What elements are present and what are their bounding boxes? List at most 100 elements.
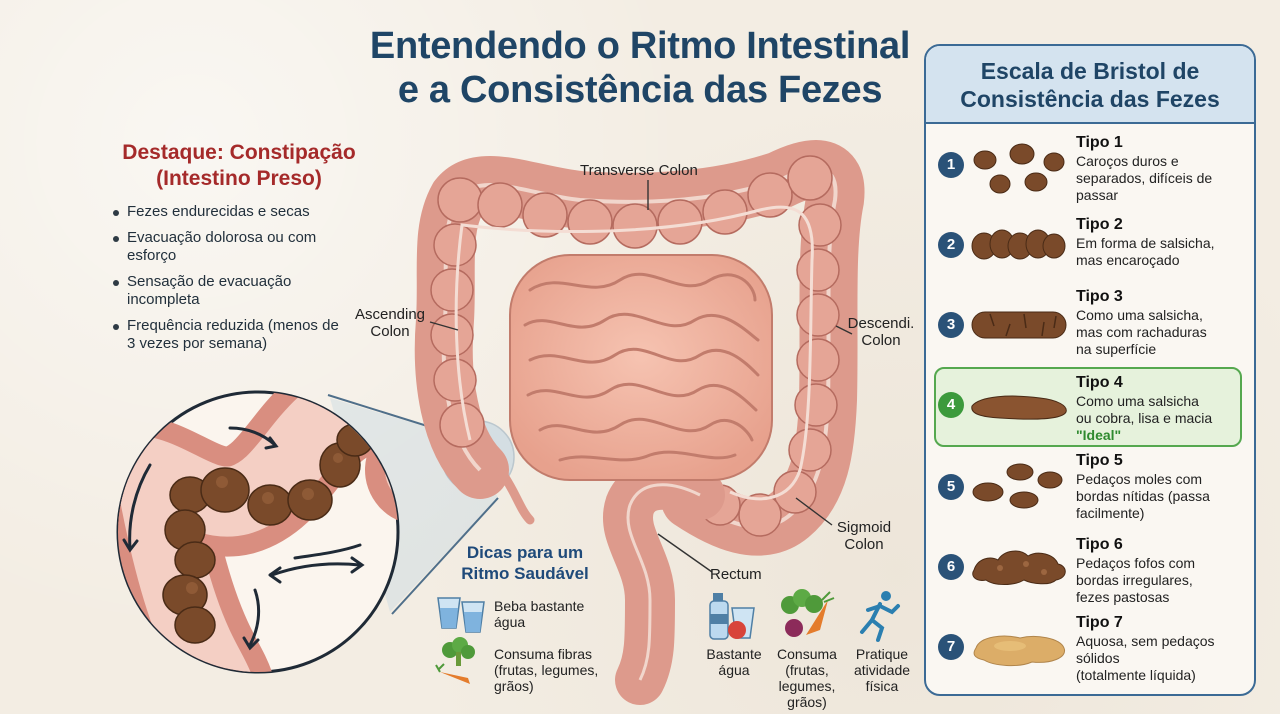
- bristol-type-4: 4 Tipo 4 Como uma salsicha ou cobra, lis…: [926, 372, 1254, 452]
- type-desc-line: Pedaços fofos com: [1076, 555, 1196, 571]
- tips-heading-line-1: Dicas para um: [466, 543, 584, 562]
- tips-heading: Dicas para um Ritmo Saudável: [430, 542, 620, 584]
- type-number-badge: 3: [938, 312, 964, 338]
- small-intestine: [509, 254, 773, 481]
- tip-fiber: Consuma fibras (frutas, legumes, grãos): [494, 646, 598, 694]
- bristol-heading-line-2: Consistência das Fezes: [960, 86, 1220, 112]
- type-name: Tipo 7: [1076, 614, 1123, 631]
- running-person-icon: [860, 591, 900, 642]
- tip-row-fiber: Consuma (frutas, legumes, grãos): [772, 646, 842, 710]
- tip-fiber-line-3: grãos): [494, 678, 534, 694]
- stool-type-1-icon: [973, 143, 1065, 194]
- type-desc-line: Como uma salsicha,: [1076, 307, 1203, 323]
- type-desc-line: Em forma de salsicha,: [1076, 235, 1215, 251]
- bristol-type-2: 2 Tipo 2 Em forma de salsicha, mas encar…: [926, 214, 1254, 294]
- descending-colon-label: Descendi. Colon: [842, 315, 920, 349]
- transverse-colon-label: Transverse Colon: [580, 162, 698, 179]
- ascending-colon-line-2: Colon: [370, 323, 410, 340]
- water-glasses-icon: [437, 597, 485, 633]
- bristol-type-1: 1 Tipo 1 Caroços duros e separados, difí…: [926, 132, 1254, 212]
- type-desc-line: bordas nítidas (passa: [1076, 488, 1210, 504]
- type-desc-line: separados, difíceis de: [1076, 170, 1213, 186]
- type-desc-line: Como uma salsicha: [1076, 393, 1199, 409]
- tip-fiber-line-2: (frutas, legumes,: [494, 662, 599, 678]
- type-name: Tipo 3: [1076, 288, 1123, 305]
- constipation-heading: Destaque: Constipação (Intestino Preso): [96, 140, 382, 192]
- tip-row-exercise: Pratique atividade física: [846, 646, 918, 694]
- descending-colon-line-2: Colon: [861, 332, 901, 349]
- symptom-item: Evacuação dolorosa ou com esforço: [112, 229, 350, 265]
- type-desc-line: Aquosa, sem pedaços: [1076, 633, 1215, 649]
- constipation-heading-line-2: (Intestino Preso): [156, 167, 322, 190]
- type-description: Pedaços fofos com bordas irregulares, fe…: [1076, 555, 1248, 606]
- type-description: Caroços duros e separados, difíceis de p…: [1076, 153, 1248, 204]
- bristol-heading-line-1: Escala de Bristol de: [980, 58, 1200, 84]
- stool-type-6-icon: [972, 550, 1066, 585]
- tip-row-water: Bastante água: [700, 646, 768, 678]
- type-name: Tipo 6: [1076, 536, 1123, 553]
- type-desc-line: fezes pastosas: [1076, 589, 1170, 605]
- type-desc-line: Pedaços moles com: [1076, 471, 1203, 487]
- ascending-colon-line-1: Ascending: [354, 306, 426, 323]
- type-number-badge: 1: [938, 152, 964, 178]
- large-intestine: [414, 140, 865, 705]
- sigmoid-colon-line-1: Sigmoid: [836, 519, 892, 536]
- stool-type-2-icon: [971, 229, 1066, 260]
- tip-row-fiber-line-1: Consuma: [777, 646, 837, 662]
- rectum-label: Rectum: [710, 566, 762, 583]
- type-description: Pedaços moles com bordas nítidas (passa …: [1076, 471, 1248, 522]
- type-number-badge: 2: [938, 232, 964, 258]
- tips-heading-line-2: Ritmo Saudável: [461, 564, 589, 583]
- stool-type-7-icon: [973, 635, 1066, 667]
- tip-water-line-1: Beba bastante: [494, 598, 585, 614]
- type-desc-line: bordas irregulares,: [1076, 572, 1193, 588]
- descending-colon-line-1: Descendi.: [847, 315, 915, 332]
- type-name: Tipo 5: [1076, 452, 1123, 469]
- fresh-vegetables-icon: [781, 589, 835, 637]
- stool-type-3-icon: [971, 311, 1067, 339]
- tip-water-line-2: água: [494, 614, 526, 630]
- tip-row-water-line-2: água: [718, 662, 750, 678]
- tip-row-exercise-line-1: Pratique: [855, 646, 909, 662]
- type-number-badge: 6: [938, 554, 964, 580]
- bristol-scale-panel: Escala de Bristol de Consistência das Fe…: [924, 44, 1256, 696]
- type-name: Tipo 2: [1076, 216, 1123, 233]
- water-bottle-icon: [709, 593, 755, 640]
- bristol-type-7: 7 Tipo 7 Aquosa, sem pedaços sólidos (to…: [926, 612, 1254, 692]
- tip-fiber-line-1: Consuma fibras: [494, 646, 593, 662]
- page-title: Entendendo o Ritmo Intestinal e a Consis…: [330, 24, 950, 112]
- type-number-badge: 4: [938, 392, 964, 418]
- constipation-heading-line-1: Destaque: Constipação: [122, 141, 356, 164]
- title-line-1: Entendendo o Ritmo Intestinal: [369, 25, 911, 67]
- tip-row-fiber-line-4: grãos): [787, 694, 827, 710]
- stool-type-4-icon: [971, 395, 1067, 420]
- stool-type-5-icon: [972, 463, 1063, 509]
- type-desc-line: mas com rachaduras: [1076, 324, 1207, 340]
- symptom-item: Frequência reduzida (menos de 3 vezes po…: [112, 317, 350, 353]
- ideal-label: "Ideal": [1076, 427, 1122, 443]
- type-desc-line: sólidos: [1076, 650, 1120, 666]
- sigmoid-colon-line-2: Colon: [844, 536, 884, 553]
- type-description: Como uma salsicha, mas com rachaduras na…: [1076, 307, 1248, 358]
- type-desc-line: Caroços duros e: [1076, 153, 1179, 169]
- type-desc-line: facilmente): [1076, 505, 1145, 521]
- type-number-badge: 7: [938, 634, 964, 660]
- type-desc-line: (totalmente líquida): [1076, 667, 1196, 683]
- type-description: Como uma salsicha ou cobra, lisa e macia…: [1076, 393, 1248, 444]
- tip-row-fiber-line-2: (frutas,: [785, 662, 829, 678]
- tip-row-water-line-1: Bastante: [706, 646, 762, 662]
- type-number-badge: 5: [938, 474, 964, 500]
- type-description: Aquosa, sem pedaços sólidos (totalmente …: [1076, 633, 1248, 684]
- sigmoid-colon-label: Sigmoid Colon: [828, 519, 900, 553]
- type-desc-line: na superfície: [1076, 341, 1157, 357]
- bristol-type-3: 3 Tipo 3 Como uma salsicha, mas com rach…: [926, 288, 1254, 368]
- bristol-scale-heading: Escala de Bristol de Consistência das Fe…: [926, 46, 1254, 124]
- constipation-symptom-list: Fezes endurecidas e secas Evacuação dolo…: [112, 203, 350, 361]
- type-desc-line: passar: [1076, 187, 1119, 203]
- tip-row-exercise-line-2: atividade: [853, 662, 911, 678]
- type-description: Em forma de salsicha, mas encaroçado: [1076, 235, 1248, 269]
- bristol-type-5: 5 Tipo 5 Pedaços moles com bordas nítida…: [926, 450, 1254, 530]
- tip-water: Beba bastante água: [494, 598, 584, 630]
- tip-row-exercise-line-3: física: [865, 678, 899, 694]
